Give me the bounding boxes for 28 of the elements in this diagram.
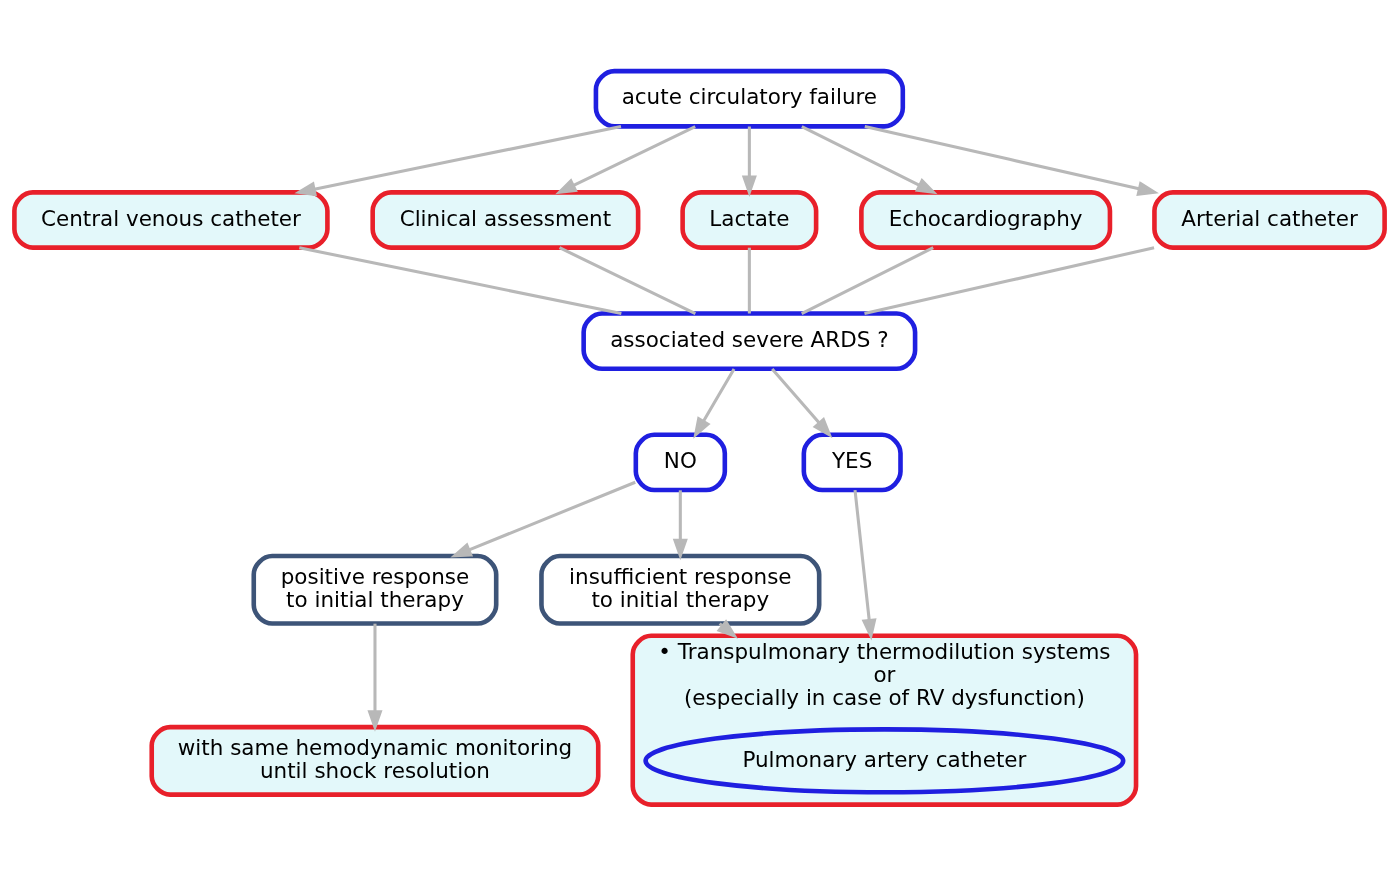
arrow — [693, 367, 736, 439]
arrow — [853, 489, 877, 640]
node-box: NO — [633, 432, 728, 492]
arrow — [864, 124, 1159, 196]
node-box: associated severe ARDS ? — [581, 310, 918, 371]
arrow — [672, 489, 688, 560]
node-box: Lactate — [680, 189, 819, 250]
arrow — [367, 623, 383, 732]
connector — [864, 245, 1155, 315]
node-box: positive response to initial therapy — [251, 553, 499, 626]
connector — [747, 247, 751, 313]
arrow — [294, 124, 622, 196]
connector — [558, 245, 697, 315]
arrow — [771, 367, 833, 438]
node-box: Echocardiography — [859, 189, 1113, 250]
arrow — [450, 480, 636, 558]
node-box: Arterial catheter — [1152, 189, 1387, 250]
node-box: acute circulatory failure — [593, 68, 906, 129]
node-box: Central venous catheter — [12, 189, 330, 250]
node-box: Clinical assessment — [370, 189, 641, 250]
connector — [800, 245, 934, 315]
arrow — [555, 124, 696, 194]
connector — [299, 245, 622, 315]
arrow — [741, 126, 757, 197]
arrow — [801, 124, 938, 194]
node-box: with same hemodynamic monitoring until shock resolution — [149, 724, 601, 797]
node-box: YES — [801, 432, 903, 492]
node-ellipse: Pulmonary artery catheter — [643, 726, 1126, 795]
